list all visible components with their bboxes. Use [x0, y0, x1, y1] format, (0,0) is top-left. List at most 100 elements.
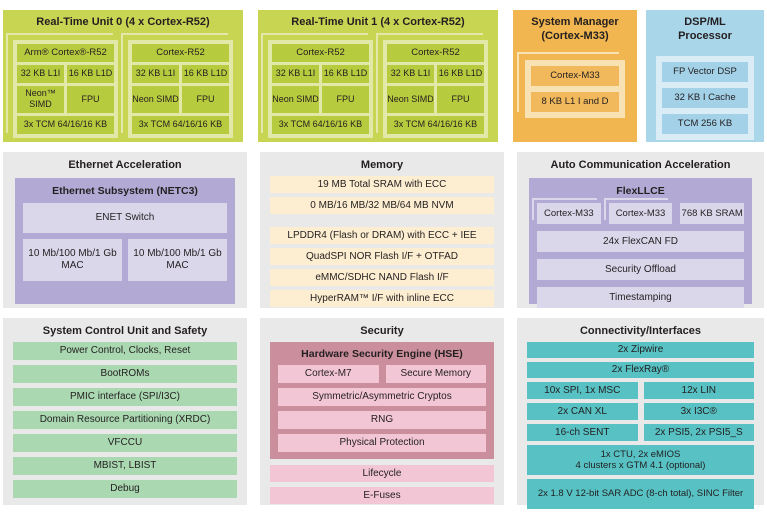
- block-fp-vector-dsp: FP Vector DSP: [662, 61, 748, 82]
- block-cortex-m7: Cortex-M7: [278, 365, 379, 383]
- block-mac: 10 Mb/100 Mb/1 Gb MAC: [128, 239, 227, 281]
- block-tcm: TCM 256 KB: [662, 113, 748, 134]
- block-l1d-cache: 16 KB L1D: [182, 64, 229, 83]
- core-cards: Cortex-R52 32 KB L1I 16 KB L1D Neon SIMD…: [261, 32, 488, 138]
- memory-rows: 19 MB Total SRAM with ECC 0 MB/16 MB/32 …: [260, 176, 504, 307]
- core-card-stacked: Arm® Cortex®-R52 32 KB L1I 16 KB L1D Neo…: [6, 32, 118, 138]
- block-physical-protection: Physical Protection: [278, 434, 486, 452]
- block-tcm: 3x TCM 64/16/16 KB: [132, 115, 229, 134]
- top-row: Real-Time Unit 0 (4 x Cortex-R52) Arm® C…: [3, 10, 764, 142]
- panel-auto-communication-acceleration: Auto Communication Acceleration FlexLLCE…: [517, 152, 764, 308]
- block-xrdc: Domain Resource Partitioning (XRDC): [13, 411, 237, 429]
- panel-title: System Control Unit and Safety: [42, 325, 208, 337]
- block-neon-simd: Neon SIMD: [132, 85, 179, 113]
- block-core-name: Arm® Cortex®-R52: [17, 43, 114, 62]
- bottom-row: System Control Unit and Safety Power Con…: [3, 318, 764, 509]
- block-can-xl: 2x CAN XL: [527, 403, 638, 420]
- block-l1-cache: 8 KB L1 I and D: [531, 91, 619, 112]
- connectivity-pair-row: 2x CAN XL 3x I3C®: [527, 403, 754, 420]
- block-sram: 768 KB SRAM: [680, 203, 745, 224]
- dsp-card: FP Vector DSP 32 KB I Cache TCM 256 KB: [656, 55, 754, 140]
- block-mbist-lbist: MBIST, LBIST: [13, 457, 237, 475]
- ethernet-subsystem: Ethernet Subsystem (NETC3) ENET Switch 1…: [15, 178, 235, 304]
- block-lpddr4: LPDDR4 (Flash or DRAM) with ECC + IEE: [270, 227, 494, 244]
- block-debug: Debug: [13, 480, 237, 498]
- panel-title: Real-Time Unit 1 (4 x Cortex-R52): [291, 16, 465, 28]
- panel-connectivity-interfaces: Connectivity/Interfaces 2x Zipwire 2x Fl…: [517, 318, 764, 509]
- core-card-stacked: Cortex-R52 32 KB L1I 16 KB L1D Neon SIMD…: [121, 32, 233, 138]
- block-fpu: FPU: [322, 85, 369, 113]
- block-i3c: 3x I3C®: [643, 403, 754, 420]
- hse-core-row: Cortex-M7 Secure Memory: [278, 365, 486, 383]
- block-neon-simd: Neon SIMD: [387, 85, 434, 113]
- block-sent: 16-ch SENT: [527, 424, 638, 441]
- block-emmc-sdhc: eMMC/SDHC NAND Flash I/F: [270, 269, 494, 286]
- block-vfccu: VFCCU: [13, 434, 237, 452]
- simd-fpu-row: Neon™ SIMD FPU: [17, 85, 114, 113]
- block-spi-msc: 10x SPI, 1x MSC: [527, 382, 638, 399]
- simd-fpu-row: Neon SIMD FPU: [132, 85, 229, 113]
- block-ctu-emios-gtm: 1x CTU, 2x eMIOS 4 clusters x GTM 4.1 (o…: [527, 445, 754, 475]
- block-core-name: Cortex-R52: [132, 43, 229, 62]
- block-icache: 32 KB I Cache: [662, 87, 748, 108]
- memory-group-gap: [270, 214, 494, 227]
- block-l1i-cache: 32 KB L1I: [272, 64, 319, 83]
- block-security-offload: Security Offload: [537, 259, 744, 280]
- system-manager-card-stacked: Cortex-M33 8 KB L1 I and D: [517, 51, 625, 118]
- block-cortex-m33: Cortex-M33: [531, 65, 619, 86]
- block-timestamping: Timestamping: [537, 287, 744, 308]
- block-tcm: 3x TCM 64/16/16 KB: [387, 115, 484, 134]
- block-neon-simd: Neon SIMD: [272, 85, 319, 113]
- hardware-security-engine: Hardware Security Engine (HSE) Cortex-M7…: [270, 342, 494, 459]
- block-nvm: 0 MB/16 MB/32 MB/64 MB NVM: [270, 197, 494, 214]
- panel-title: Real-Time Unit 0 (4 x Cortex-R52): [36, 16, 210, 28]
- panel-real-time-unit-1: Real-Time Unit 1 (4 x Cortex-R52) Cortex…: [258, 10, 498, 142]
- block-l1i-cache: 32 KB L1I: [132, 64, 179, 83]
- connectivity-rows: 2x Zipwire 2x FlexRay® 10x SPI, 1x MSC 1…: [517, 342, 764, 509]
- cache-row: 32 KB L1I 16 KB L1D: [132, 64, 229, 83]
- simd-fpu-row: Neon SIMD FPU: [272, 85, 369, 113]
- panel-title: System Manager (Cortex-M33): [531, 16, 619, 42]
- block-bootroms: BootROMs: [13, 365, 237, 383]
- block-sram: 19 MB Total SRAM with ECC: [270, 176, 494, 193]
- flexllce-core-row: Cortex-M33 Cortex-M33 768 KB SRAM: [532, 198, 745, 224]
- block-cryptos: Symmetric/Asymmetric Cryptos: [278, 388, 486, 406]
- mac-row: 10 Mb/100 Mb/1 Gb MAC 10 Mb/100 Mb/1 Gb …: [23, 239, 227, 281]
- cache-row: 32 KB L1I 16 KB L1D: [272, 64, 369, 83]
- panel-ethernet-acceleration: Ethernet Acceleration Ethernet Subsystem…: [3, 152, 247, 308]
- connectivity-pair-row: 10x SPI, 1x MSC 12x LIN: [527, 382, 754, 399]
- block-mac: 10 Mb/100 Mb/1 Gb MAC: [23, 239, 122, 281]
- block-l1i-cache: 32 KB L1I: [17, 64, 64, 83]
- block-lin: 12x LIN: [643, 382, 754, 399]
- core-card-stacked: Cortex-R52 32 KB L1I 16 KB L1D Neon SIMD…: [376, 32, 488, 138]
- panel-memory: Memory 19 MB Total SRAM with ECC 0 MB/16…: [260, 152, 504, 308]
- panel-title: Security: [360, 325, 404, 337]
- block-pmic-interface: PMIC interface (SPI/I3C): [13, 388, 237, 406]
- panel-dsp-ml-processor: DSP/ML Processor FP Vector DSP 32 KB I C…: [646, 10, 764, 142]
- block-zipwire: 2x Zipwire: [527, 342, 754, 358]
- block-l1d-cache: 16 KB L1D: [437, 64, 484, 83]
- panel-title: Connectivity/Interfaces: [579, 325, 702, 337]
- middle-row: Ethernet Acceleration Ethernet Subsystem…: [3, 152, 764, 308]
- block-flexcan: 24x FlexCAN FD: [537, 231, 744, 252]
- block-lifecycle: Lifecycle: [270, 465, 494, 482]
- panel-real-time-unit-0: Real-Time Unit 0 (4 x Cortex-R52) Arm® C…: [3, 10, 243, 142]
- block-cortex-m33-stacked: Cortex-M33: [532, 198, 601, 224]
- block-power-control: Power Control, Clocks, Reset: [13, 342, 237, 360]
- core-card-stacked: Cortex-R52 32 KB L1I 16 KB L1D Neon SIMD…: [261, 32, 373, 138]
- block-neon-simd: Neon™ SIMD: [17, 85, 64, 113]
- block-rng: RNG: [278, 411, 486, 429]
- panel-title: DSP/ML Processor: [678, 16, 732, 42]
- flexllce-subsystem: FlexLLCE Cortex-M33 Cortex-M33 768 KB SR…: [529, 178, 752, 308]
- block-l1d-cache: 16 KB L1D: [322, 64, 369, 83]
- panel-title: Auto Communication Acceleration: [550, 159, 731, 171]
- flexllce-rows: 24x FlexCAN FD Security Offload Timestam…: [537, 231, 744, 308]
- block-psi5: 2x PSI5, 2x PSI5_S: [643, 424, 754, 441]
- block-secure-memory: Secure Memory: [385, 365, 486, 383]
- core: Arm® Cortex®-R52 32 KB L1I 16 KB L1D Neo…: [17, 43, 114, 134]
- block-enet-switch: ENET Switch: [23, 203, 227, 233]
- cache-row: 32 KB L1I 16 KB L1D: [17, 64, 114, 83]
- block-tcm: 3x TCM 64/16/16 KB: [272, 115, 369, 134]
- panel-security: Security Hardware Security Engine (HSE) …: [260, 318, 504, 505]
